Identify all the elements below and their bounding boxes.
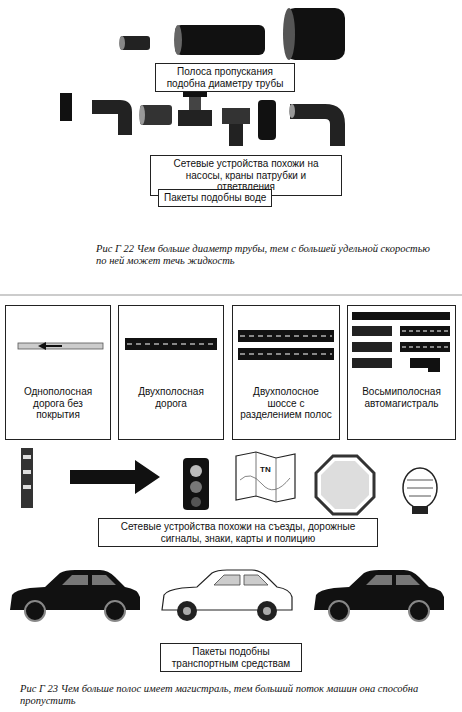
drawing-part bbox=[400, 342, 450, 352]
figure-caption: Рис Г 23 Чем больше полос имеет магистра… bbox=[20, 683, 445, 707]
box-text: Двухполосное шоссе с разделением полос bbox=[238, 386, 334, 421]
drawing-part bbox=[127, 344, 215, 345]
road-panel: Двухполосное шоссе с разделением полос bbox=[232, 305, 340, 440]
drawing-part bbox=[92, 100, 132, 135]
drawing-part bbox=[120, 36, 150, 50]
text-box: Полоса пропускания подобна диаметру труб… bbox=[155, 63, 295, 92]
drawing-part bbox=[105, 601, 125, 621]
text-box: Пакеты подобны транспортным средствам bbox=[160, 643, 302, 672]
box-text: Сетевые устройства похожи на съезды, дор… bbox=[104, 521, 372, 544]
drawing-part bbox=[38, 342, 46, 350]
road-panel: Двухполосная дорога bbox=[118, 305, 224, 440]
drawing-part bbox=[352, 342, 392, 352]
drawing-part bbox=[191, 497, 201, 507]
box-text: Двухполосная дорога bbox=[124, 386, 218, 409]
drawing-part bbox=[44, 345, 62, 347]
box-text: Пакеты подобны воде bbox=[164, 192, 266, 204]
drawing-part bbox=[329, 601, 349, 621]
drawing-part bbox=[183, 458, 209, 510]
box-text: Однополосная дорога без покрытия bbox=[11, 386, 105, 421]
drawing-part bbox=[174, 25, 182, 55]
box-text: Пакеты подобны транспортным средствам bbox=[166, 646, 296, 669]
drawing-part bbox=[238, 330, 334, 342]
drawing-part bbox=[125, 338, 217, 350]
drawing-part bbox=[314, 570, 444, 621]
drawing-part bbox=[409, 601, 429, 621]
drawing-part bbox=[238, 348, 334, 360]
drawing-part bbox=[60, 93, 72, 121]
traffic-icons bbox=[21, 448, 437, 514]
road-pictures bbox=[18, 312, 450, 372]
text-box: Сетевые устройства похожи на съезды, дор… bbox=[98, 518, 378, 547]
drawing-part bbox=[410, 358, 440, 372]
drawing-part bbox=[0, 295, 462, 296]
pipe-illustration bbox=[119, 8, 345, 60]
car-pictures bbox=[10, 570, 444, 621]
drawing-part bbox=[256, 452, 276, 502]
drawing-part bbox=[402, 347, 448, 348]
drawing-part bbox=[62, 575, 116, 585]
drawing-part bbox=[189, 96, 201, 110]
text-box: Пакеты подобны воде bbox=[158, 189, 272, 207]
drawing-part bbox=[178, 110, 212, 126]
drawing-part bbox=[119, 36, 125, 50]
drawing-part bbox=[23, 455, 31, 459]
drawing-part bbox=[321, 461, 369, 509]
drawing-part bbox=[400, 326, 450, 336]
drawing-part bbox=[18, 343, 103, 349]
drawing-part bbox=[240, 476, 290, 490]
drawing-part bbox=[403, 468, 437, 508]
drawing-part bbox=[140, 105, 172, 125]
drawing-part bbox=[240, 336, 332, 337]
road-panel: Однополосная дорога без покрытия bbox=[5, 305, 111, 440]
drawing-part bbox=[70, 460, 160, 494]
drawing-part bbox=[183, 607, 191, 615]
drawing-part bbox=[162, 570, 292, 621]
box-text: Сетевые устройства похожи на насосы, кра… bbox=[156, 158, 336, 193]
box-text: Восьмиполосная автомагистраль bbox=[353, 386, 450, 409]
drawing-part bbox=[190, 465, 202, 477]
drawing-part bbox=[257, 601, 277, 621]
drawing-part bbox=[352, 326, 392, 336]
drawing-part bbox=[175, 25, 265, 55]
drawing-part bbox=[412, 506, 428, 514]
drawing-part bbox=[23, 470, 31, 474]
drawing-part bbox=[214, 575, 268, 585]
drawing-part bbox=[352, 312, 450, 320]
drawing-part bbox=[23, 485, 31, 489]
drawing-part bbox=[263, 607, 271, 615]
drawing-part bbox=[190, 481, 202, 493]
drawing-part bbox=[10, 570, 140, 621]
drawing-part bbox=[407, 480, 433, 496]
drawing-part bbox=[21, 448, 33, 508]
drawing-part bbox=[25, 601, 45, 621]
map-label: TN bbox=[260, 466, 271, 474]
road-panel: Восьмиполосная автомагистраль bbox=[347, 305, 456, 440]
drawing-part bbox=[236, 452, 295, 502]
drawing-part bbox=[352, 358, 392, 368]
drawing-part bbox=[183, 92, 207, 97]
pipe-fittings bbox=[60, 92, 345, 146]
drawing-part bbox=[402, 331, 448, 332]
drawing-part bbox=[258, 100, 276, 140]
drawing-part bbox=[177, 601, 197, 621]
box-text: Полоса пропускания подобна диаметру труб… bbox=[161, 66, 289, 89]
drawing-part bbox=[366, 575, 420, 585]
drawing-part bbox=[289, 104, 295, 118]
drawing-part bbox=[139, 105, 145, 125]
figure-caption: Рис Г 22 Чем больше диаметр трубы, тем с… bbox=[96, 243, 432, 267]
drawing-part bbox=[290, 104, 345, 146]
drawing-part bbox=[240, 354, 332, 355]
drawing-part bbox=[229, 124, 243, 146]
drawing-part bbox=[316, 456, 374, 514]
drawing-part bbox=[283, 8, 295, 60]
drawing-part bbox=[222, 108, 250, 124]
